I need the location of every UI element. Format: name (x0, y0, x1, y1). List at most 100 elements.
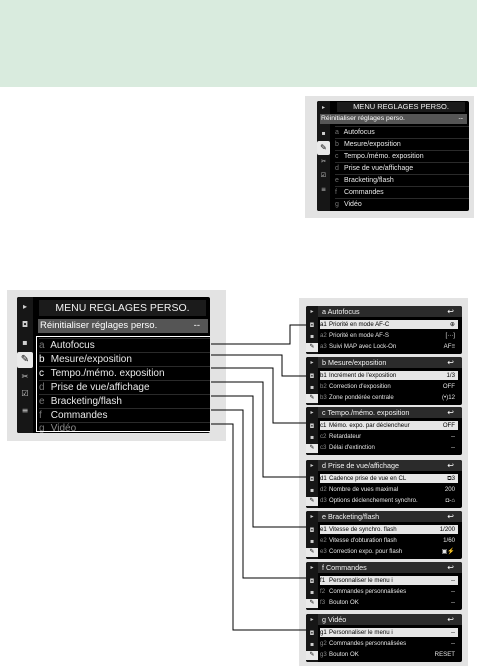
small-menu-item-a[interactable]: a Autofocus (335, 126, 469, 138)
main-menu-item-c[interactable]: c Tempo./mémo. exposition (39, 366, 210, 380)
my-menu-icon[interactable]: ≡ (320, 186, 327, 193)
pencil-icon: ✎ (306, 548, 318, 557)
main-menu-title: MENU REGLAGES PERSO. (39, 300, 206, 316)
retouch-icon[interactable]: ☑ (320, 172, 327, 179)
back-icon[interactable]: ↩ (447, 358, 454, 367)
main-menu-item-b[interactable]: b Mesure/exposition (39, 352, 210, 366)
header-band (0, 0, 477, 87)
panel-c-header: c Tempo./mémo. exposition↩ (318, 407, 462, 418)
pencil-icon[interactable]: ✎ (317, 141, 330, 155)
back-icon[interactable]: ↩ (447, 307, 454, 316)
panel-a-header: a Autofocus↩ (318, 306, 462, 317)
small-menu-item-c[interactable]: c Tempo./mémo. exposition (335, 150, 469, 162)
back-icon[interactable]: ↩ (447, 408, 454, 417)
main-items-outline (36, 336, 210, 432)
small-menu-item-e[interactable]: e Bracketing/flash (335, 174, 469, 186)
camera-icon: ◘ (309, 578, 315, 585)
playback-icon: ▸ (310, 409, 314, 416)
main-camera-screen: ▸ ◘ ▪ ✎ ✂ ☑ ≡ MENU REGLAGES PERSO. Réini… (17, 297, 210, 433)
panel-f-header: f Commandes↩ (318, 562, 462, 573)
connector-f (211, 409, 313, 579)
small-reset-row[interactable]: Réinitialiser réglages perso. -- (320, 114, 467, 124)
small-menu-item-g[interactable]: g Vidéo (335, 198, 469, 210)
small-reset-value: -- (458, 115, 463, 122)
playback-icon[interactable]: ▸ (22, 302, 27, 311)
connector-g (211, 423, 313, 631)
pencil-icon[interactable]: ✎ (17, 352, 33, 368)
small-menu-item-f[interactable]: f Commandes (335, 186, 469, 198)
movie-icon: ▪ (309, 487, 315, 494)
my-menu-icon[interactable]: ≡ (21, 406, 29, 415)
small-menu-item-b[interactable]: b Mesure/exposition (335, 138, 469, 150)
main-menu-item-g[interactable]: g Vidéo (39, 422, 210, 433)
pencil-icon: ✎ (306, 599, 318, 608)
small-camera-screen: ▸ ◘ ▪ ✎ ✂ ☑ ≡ MENU REGLAGES PERSO. Réini… (317, 101, 469, 211)
camera-icon: ◘ (309, 423, 315, 430)
playback-icon[interactable]: ▸ (321, 104, 325, 111)
main-menu-item-a[interactable]: a Autofocus (39, 338, 210, 352)
playback-icon: ▸ (310, 308, 314, 315)
movie-icon: ▪ (309, 538, 315, 545)
connector-e (211, 395, 313, 528)
small-reset-label: Réinitialiser réglages perso. (321, 115, 405, 122)
small-menu-item-d[interactable]: d Prise de vue/affichage (335, 162, 469, 174)
movie-icon[interactable]: ▪ (22, 338, 28, 347)
pencil-icon: ✎ (306, 394, 318, 403)
connector-c (211, 367, 313, 424)
main-menu-item-d[interactable]: d Prise de vue/affichage (39, 380, 210, 394)
panel-g-header: g Vidéo↩ (318, 614, 462, 625)
panel-d-header: d Prise de vue/affichage↩ (318, 460, 462, 471)
camera-icon: ◘ (309, 476, 315, 483)
movie-icon: ▪ (309, 434, 315, 441)
playback-icon: ▸ (310, 616, 314, 623)
pencil-icon: ✎ (306, 497, 318, 506)
connector-d (211, 381, 313, 478)
connector-b (211, 354, 313, 377)
small-menu-title: MENU REGLAGES PERSO. (337, 102, 465, 112)
back-icon[interactable]: ↩ (447, 615, 454, 624)
main-menu-item-f[interactable]: f Commandes (39, 408, 210, 422)
main-reset-row[interactable]: Réinitialiser réglages perso. -- (38, 319, 208, 333)
pencil-icon: ✎ (306, 651, 318, 660)
wrench-icon[interactable]: ✂ (320, 158, 327, 165)
camera-icon[interactable]: ◘ (21, 320, 29, 329)
main-reset-label: Réinitialiser réglages perso. (40, 320, 158, 331)
wrench-icon[interactable]: ✂ (21, 372, 29, 381)
back-icon[interactable]: ↩ (447, 512, 454, 521)
back-icon[interactable]: ↩ (447, 563, 454, 572)
movie-icon[interactable]: ▪ (321, 130, 326, 137)
playback-icon: ▸ (310, 564, 314, 571)
main-menu-item-e[interactable]: e Bracketing/flash (39, 394, 210, 408)
movie-icon: ▪ (309, 589, 315, 596)
retouch-icon[interactable]: ☑ (21, 389, 29, 398)
pencil-icon: ✎ (306, 343, 318, 352)
camera-icon: ◘ (309, 373, 315, 380)
back-icon[interactable]: ↩ (447, 461, 454, 470)
